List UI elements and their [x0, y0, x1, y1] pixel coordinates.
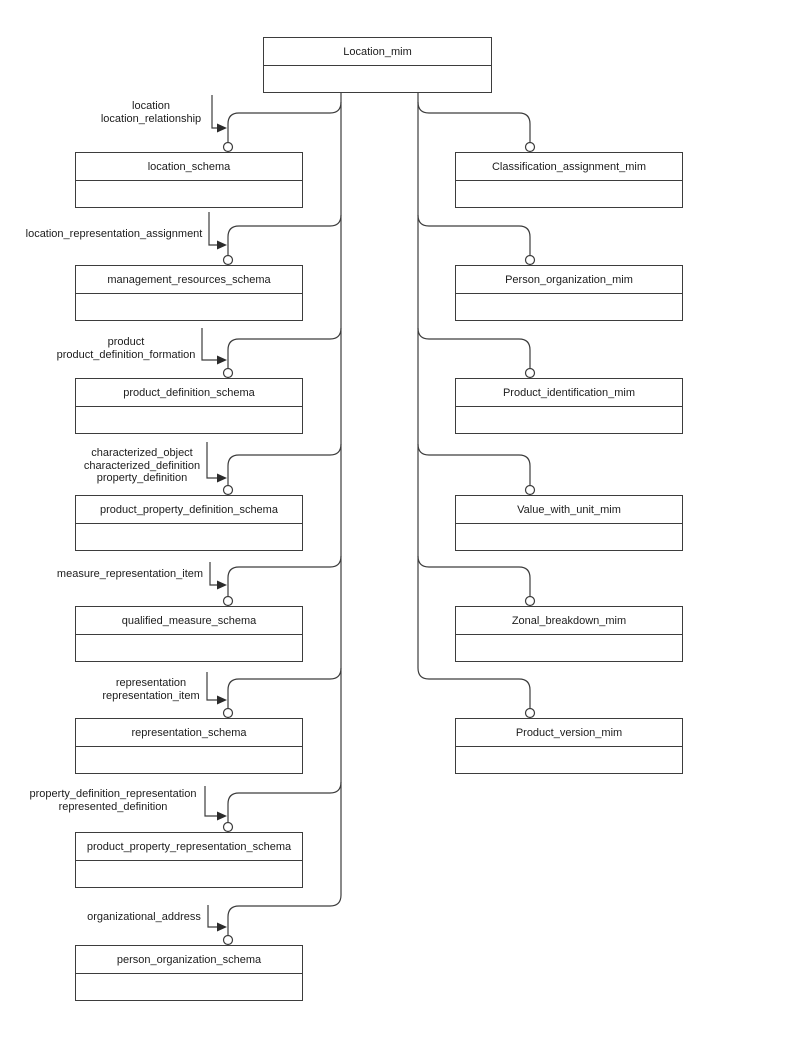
connector-zonal-breakdown-mim: [417, 555, 531, 597]
node-title: Product_version_mim: [456, 719, 682, 747]
node-title: person_organization_schema: [76, 946, 302, 974]
edge-label-qualified-measure-schema: measure_representation_item: [56, 568, 204, 580]
node-location-mim: Location_mim: [263, 37, 492, 93]
node-body-compartment: [264, 66, 491, 92]
node-body-compartment: [456, 635, 682, 661]
arrowhead-icon: [217, 473, 227, 483]
left-trunk-connector: [227, 93, 342, 936]
node-title: product_definition_schema: [76, 379, 302, 407]
leader-location-representation-assignment: [208, 212, 218, 246]
node-location-schema: location_schema: [75, 152, 303, 208]
node-body-compartment: [76, 524, 302, 550]
arrowhead-icon: [217, 240, 227, 250]
node-product-property-definition-schema: product_property_definition_schema: [75, 495, 303, 551]
connector-value-with-unit-mim: [417, 443, 531, 486]
connector-location-schema: [227, 101, 342, 143]
connector-product-definition-schema: [227, 327, 342, 369]
node-body-compartment: [76, 974, 302, 1000]
leader-property-definition-representation: [204, 786, 218, 817]
node-product-identification-mim: Product_identification_mim: [455, 378, 683, 434]
node-title: Classification_assignment_mim: [456, 153, 682, 181]
node-title: Person_organization_mim: [456, 266, 682, 294]
connector-product-identification-mim: [417, 327, 531, 369]
node-body-compartment: [76, 294, 302, 320]
connector-qualified-measure-schema: [227, 555, 342, 597]
port-circle-icon: [222, 141, 234, 153]
node-title: Value_with_unit_mim: [456, 496, 682, 524]
leader-location: [211, 95, 218, 129]
connector-product-property-definition-schema: [227, 443, 342, 486]
node-body-compartment: [76, 635, 302, 661]
node-title: qualified_measure_schema: [76, 607, 302, 635]
node-title: product_property_definition_schema: [76, 496, 302, 524]
leader-product: [201, 328, 218, 361]
node-qualified-measure-schema: qualified_measure_schema: [75, 606, 303, 662]
edge-label-product-property-definition-schema: characterized_object characterized_defin…: [83, 447, 201, 484]
port-circle-icon: [222, 821, 234, 833]
node-body-compartment: [456, 181, 682, 207]
node-body-compartment: [456, 747, 682, 773]
port-circle-icon: [524, 484, 536, 496]
edge-label-location-schema: location location_relationship: [100, 100, 202, 125]
node-title: Zonal_breakdown_mim: [456, 607, 682, 635]
connector-person-organization-mim: [417, 214, 531, 256]
node-classification-assignment-mim: Classification_assignment_mim: [455, 152, 683, 208]
node-product-definition-schema: product_definition_schema: [75, 378, 303, 434]
node-product-version-mim: Product_version_mim: [455, 718, 683, 774]
node-body-compartment: [76, 747, 302, 773]
node-title: Product_identification_mim: [456, 379, 682, 407]
leader-representation: [206, 672, 218, 701]
node-zonal-breakdown-mim: Zonal_breakdown_mim: [455, 606, 683, 662]
port-circle-icon: [524, 141, 536, 153]
node-title: representation_schema: [76, 719, 302, 747]
right-trunk-connector: [417, 93, 531, 709]
edge-label-representation-schema: representation representation_item: [102, 677, 200, 702]
port-circle-icon: [524, 707, 536, 719]
arrowhead-icon: [217, 580, 227, 590]
edge-label-management-resources-schema: location_representation_assignment: [25, 228, 203, 240]
port-circle-icon: [222, 484, 234, 496]
port-circle-icon: [524, 254, 536, 266]
port-circle-icon: [222, 595, 234, 607]
node-title: location_schema: [76, 153, 302, 181]
connector-product-property-representation-schema: [227, 781, 342, 823]
connector-representation-schema: [227, 667, 342, 709]
node-body-compartment: [76, 181, 302, 207]
arrowhead-icon: [217, 123, 227, 133]
node-title: product_property_representation_schema: [76, 833, 302, 861]
node-title: Location_mim: [264, 38, 491, 66]
port-circle-icon: [222, 707, 234, 719]
port-circle-icon: [222, 934, 234, 946]
node-representation-schema: representation_schema: [75, 718, 303, 774]
node-value-with-unit-mim: Value_with_unit_mim: [455, 495, 683, 551]
leader-characterized-object: [206, 442, 218, 479]
edge-label-person-organization-schema: organizational_address: [87, 911, 201, 923]
node-person-organization-mim: Person_organization_mim: [455, 265, 683, 321]
node-management-resources-schema: management_resources_schema: [75, 265, 303, 321]
node-body-compartment: [456, 407, 682, 433]
leader-measure-representation-item: [209, 562, 218, 586]
connector-classification-assignment-mim: [417, 101, 531, 143]
node-body-compartment: [456, 294, 682, 320]
arrowhead-icon: [217, 922, 227, 932]
node-body-compartment: [76, 407, 302, 433]
node-person-organization-schema: person_organization_schema: [75, 945, 303, 1001]
port-circle-icon: [222, 254, 234, 266]
edge-label-product-definition-schema: product product_definition_formation: [56, 336, 196, 361]
node-product-property-representation-schema: product_property_representation_schema: [75, 832, 303, 888]
node-body-compartment: [456, 524, 682, 550]
arrowhead-icon: [217, 811, 227, 821]
arrowhead-icon: [217, 695, 227, 705]
connector-management-resources-schema: [227, 214, 342, 256]
port-circle-icon: [222, 367, 234, 379]
node-title: management_resources_schema: [76, 266, 302, 294]
node-body-compartment: [76, 861, 302, 887]
leader-organizational-address: [207, 905, 218, 928]
port-circle-icon: [524, 367, 536, 379]
port-circle-icon: [524, 595, 536, 607]
edge-label-product-property-representation-schema: property_definition_representation repre…: [29, 788, 197, 813]
arrowhead-icon: [217, 355, 227, 365]
